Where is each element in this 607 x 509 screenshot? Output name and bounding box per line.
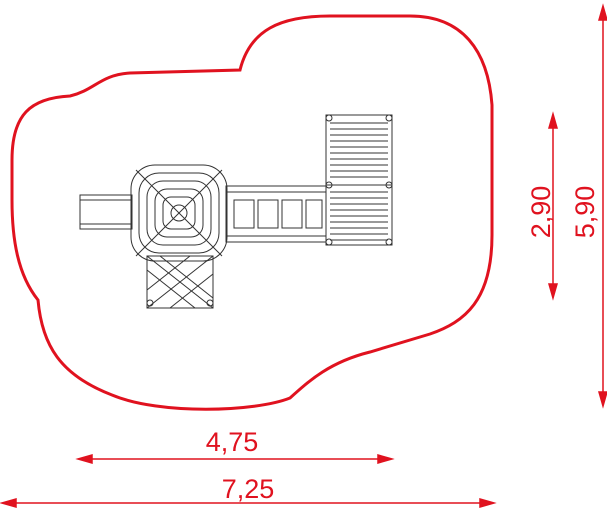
safety-zone-outline [10, 14, 494, 411]
net-strand [146, 255, 191, 291]
dimension-arrow-down [548, 283, 558, 301]
upper-deck-frame [325, 114, 393, 186]
bridge-frame [225, 185, 327, 243]
dimension-overall-width [0, 498, 497, 508]
dimension-arrow-right [479, 498, 497, 508]
net-strand [146, 255, 214, 309]
net-strand [159, 255, 214, 299]
dimension-arrow-up [548, 111, 558, 129]
dimension-structure-depth [548, 111, 558, 301]
roof-ring [138, 172, 220, 254]
roof-ridge [135, 169, 223, 257]
bridge-plank [305, 199, 323, 229]
slide-chute [79, 194, 133, 230]
deck-post [325, 181, 333, 189]
deck-post [385, 238, 393, 246]
bridge-plank [281, 199, 303, 229]
deck-post [385, 181, 393, 189]
bridge-plank [257, 199, 279, 229]
net-strand [169, 273, 214, 309]
dimension-label-structure-depth: 2,90 [526, 186, 556, 239]
climbing-net [146, 255, 214, 309]
dimension-label-structure-width: 4,75 [206, 427, 259, 457]
net-post [206, 299, 214, 307]
roof-ring [154, 188, 204, 238]
dimension-label-overall-depth: 5,90 [570, 186, 600, 239]
upper-deck [325, 114, 393, 186]
roof-ring [130, 164, 228, 262]
deck-post [325, 238, 333, 246]
tower-roof [130, 164, 228, 262]
dimension-arrow-down [598, 391, 607, 409]
deck-post [325, 114, 333, 122]
bridge [225, 185, 327, 243]
dimension-arrow-right [377, 454, 395, 464]
deck-post [385, 114, 393, 122]
roof-ring [146, 180, 212, 246]
roof-finial [170, 204, 188, 222]
dimension-arrow-up [598, 3, 607, 21]
lower-deck-frame [325, 184, 393, 246]
lower-deck [325, 181, 393, 246]
dimension-structure-width [75, 454, 395, 464]
roof-ring [162, 196, 196, 230]
net-strand [146, 269, 196, 309]
dimension-arrow-left [0, 498, 17, 508]
bridge-plank [233, 199, 255, 229]
dimension-arrow-left [75, 454, 93, 464]
slide [79, 194, 133, 230]
dimension-overall-depth [598, 3, 607, 409]
dimension-label-overall-width: 7,25 [222, 474, 275, 504]
net-post [146, 299, 154, 307]
net-frame [146, 255, 214, 309]
